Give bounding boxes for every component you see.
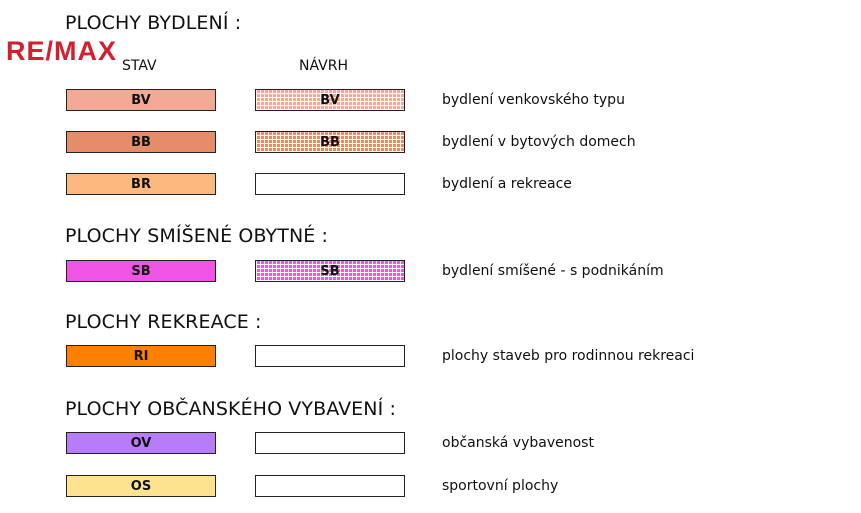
navrh-swatch: BV — [255, 89, 405, 111]
stav-swatch: BR — [66, 173, 216, 195]
legend-description: plochy staveb pro rodinnou rekreaci — [442, 348, 695, 364]
column-header-stav: STAV — [122, 58, 157, 74]
stav-swatch: BB — [66, 131, 216, 153]
legend-description: bydlení venkovského typu — [442, 92, 625, 108]
legend-description: bydlení a rekreace — [442, 176, 572, 192]
navrh-swatch — [255, 475, 405, 497]
stav-swatch: RI — [66, 345, 216, 367]
heading-plochy-smisene-obytne: PLOCHY SMÍŠENÉ OBYTNÉ : — [65, 225, 329, 247]
heading-plochy-bydleni: PLOCHY BYDLENÍ : — [65, 12, 242, 34]
navrh-swatch — [255, 173, 405, 195]
navrh-swatch: SB — [255, 260, 405, 282]
stav-swatch: BV — [66, 89, 216, 111]
legend-description: bydlení smíšené - s podnikáním — [442, 263, 664, 279]
legend-description: bydlení v bytových domech — [442, 134, 636, 150]
stav-swatch: OV — [66, 432, 216, 454]
legend-description: občanská vybavenost — [442, 435, 594, 451]
remax-logo: RE/MAX — [6, 36, 118, 66]
navrh-swatch — [255, 345, 405, 367]
column-header-navrh: NÁVRH — [299, 58, 348, 74]
heading-plochy-rekreace: PLOCHY REKREACE : — [65, 311, 262, 333]
stav-swatch: SB — [66, 260, 216, 282]
heading-plochy-obcanskeho-vybaveni: PLOCHY OBČANSKÉHO VYBAVENÍ : — [65, 398, 396, 420]
legend-description: sportovní plochy — [442, 478, 559, 494]
navrh-swatch — [255, 432, 405, 454]
navrh-swatch: BB — [255, 131, 405, 153]
stav-swatch: OS — [66, 475, 216, 497]
